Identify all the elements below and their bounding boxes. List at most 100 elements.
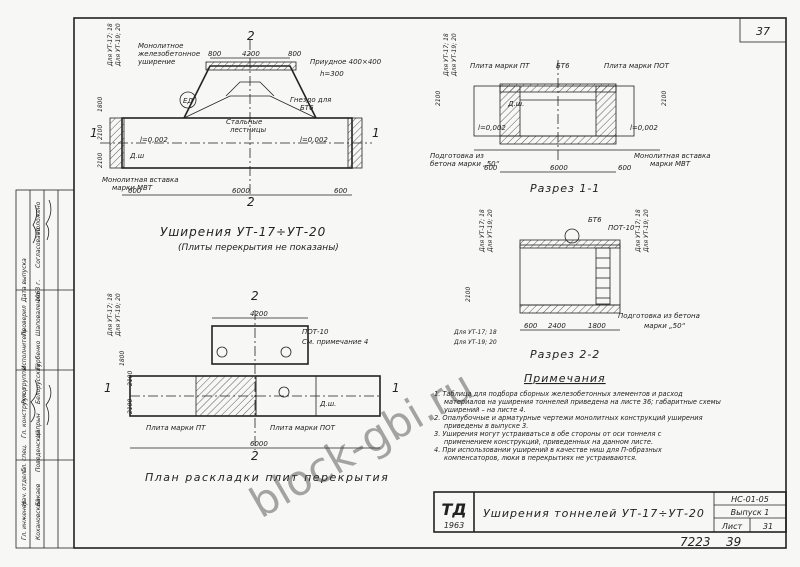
svg-text:марки МВТ: марки МВТ <box>650 160 691 168</box>
slab-pt <box>195 375 257 417</box>
svg-text:2100: 2100 <box>465 287 472 302</box>
svg-text:2100: 2100 <box>97 125 104 140</box>
svg-text:Стальные: Стальные <box>226 118 262 126</box>
svg-text:Для УТ-17; 18: Для УТ-17; 18 <box>107 293 114 337</box>
ladder <box>595 247 611 305</box>
svg-text:1800: 1800 <box>588 322 606 330</box>
view-widening-plan: ЕД 2 2 1 1 Монолитное железобетонное уши… <box>90 23 382 253</box>
signature-name: Поведенский <box>35 430 42 472</box>
svg-text:l=0,002: l=0,002 <box>478 124 506 132</box>
signature-scribble <box>45 199 52 241</box>
svg-text:4200: 4200 <box>242 50 260 58</box>
drawing-code: НС-01-05 <box>731 495 769 504</box>
svg-text:Для УТ-19; 20: Для УТ-19; 20 <box>115 293 122 337</box>
section-mark: 1 <box>372 126 380 140</box>
svg-text:Д.ш: Д.ш <box>129 152 145 160</box>
svg-text:Плита марки ПОТ: Плита марки ПОТ <box>270 424 336 432</box>
svg-text:БТ6: БТ6 <box>588 216 602 224</box>
svg-text:уширение: уширение <box>137 58 175 66</box>
svg-text:Плита марки ПОТ: Плита марки ПОТ <box>604 62 670 70</box>
signature-role: Гл. инженер <box>21 500 28 540</box>
signature-name: Шаповаленко <box>35 292 42 336</box>
view-title: Разрез 1-1 <box>530 182 600 195</box>
td-logo: ТД <box>441 500 466 519</box>
svg-text:марки „50“: марки „50“ <box>644 322 686 330</box>
view-section-1-1: Плита марки ПТ БТ6 Плита марки ПОТ Подго… <box>430 33 711 195</box>
svg-text:ПОТ-10: ПОТ-10 <box>608 224 635 232</box>
signature-scribble <box>32 204 37 244</box>
svg-text:l=0,002: l=0,002 <box>300 136 328 144</box>
floor-slab <box>519 304 621 314</box>
hatch-opening <box>216 346 228 358</box>
svg-text:6000: 6000 <box>550 164 568 172</box>
svg-text:Д.ш.: Д.ш. <box>319 400 336 408</box>
svg-text:Монолитная вставка: Монолитная вставка <box>634 152 711 160</box>
section-mark: 2 <box>247 195 255 209</box>
svg-text:800: 800 <box>288 50 302 58</box>
svg-text:Для УТ-17; 18: Для УТ-17; 18 <box>453 329 497 336</box>
svg-text:Для УТ-17; 18: Для УТ-17; 18 <box>479 209 486 253</box>
svg-text:Для УТ-17; 18: Для УТ-17; 18 <box>443 33 450 77</box>
svg-text:Подготовка из бетона: Подготовка из бетона <box>618 312 700 320</box>
view-section-2-2: БТ6 ПОТ-10 Подготовка из бетона марки „5… <box>453 209 700 361</box>
signature-name: Белорусский <box>35 363 42 404</box>
sheet-number-box <box>739 17 787 43</box>
note-line: материалов на уширения тоннелей приведен… <box>444 398 721 406</box>
signature-role: Гл. конструктор <box>21 387 28 438</box>
note-line: 3. Уширения могут устраиваться в обе сто… <box>434 430 662 438</box>
widening-outline <box>183 65 317 119</box>
svg-text:Гнездо для: Гнездо для <box>290 96 331 104</box>
signature-name: Цапрын <box>35 413 42 438</box>
title-block: ТД 1963 Уширения тоннелей УТ-17÷УТ-20 НС… <box>433 491 787 533</box>
svg-text:бетона марки „50“: бетона марки „50“ <box>430 160 500 168</box>
bottom-number: 39 <box>726 535 741 549</box>
svg-text:6000: 6000 <box>250 440 268 448</box>
signature-name: Гурбенко <box>35 340 42 370</box>
section-mark: 2 <box>251 289 259 303</box>
view-title: Разрез 2-2 <box>530 348 600 361</box>
svg-text:ПОТ-10: ПОТ-10 <box>302 328 329 336</box>
svg-text:Для УТ-19; 20: Для УТ-19; 20 <box>453 339 497 346</box>
svg-text:марки МВТ: марки МВТ <box>112 184 153 192</box>
svg-text:Монолитная вставка: Монолитная вставка <box>102 176 179 184</box>
svg-text:Для УТ-19; 20: Для УТ-19; 20 <box>487 209 494 253</box>
widening-slab <box>211 325 309 365</box>
svg-text:Для УТ-19; 20: Для УТ-19; 20 <box>451 33 458 77</box>
svg-text:Для УТ-17; 18: Для УТ-17; 18 <box>635 209 642 253</box>
sheet-label: Лист <box>721 522 743 531</box>
svg-text:БТ6: БТ6 <box>556 62 570 70</box>
svg-text:2100: 2100 <box>435 91 442 106</box>
svg-text:2100: 2100 <box>97 153 104 168</box>
svg-text:l=0,002: l=0,002 <box>140 136 168 144</box>
sheet-value: 31 <box>763 522 773 531</box>
bottom-code: 7223 <box>680 535 711 549</box>
note-line: 1. Таблица для подбора сборных железобет… <box>434 390 683 398</box>
note-line: компенсаторов, люки в перекрытиях не уст… <box>444 454 637 462</box>
svg-text:2100: 2100 <box>661 91 668 106</box>
section-mark: 1 <box>392 381 400 395</box>
section-mark: 1 <box>104 381 112 395</box>
signature-name: Согласовано <box>35 227 42 268</box>
signature-name: Кохановский <box>35 499 42 540</box>
drawing-title: Уширения тоннелей УТ-17÷УТ-20 <box>483 507 705 520</box>
svg-text:600: 600 <box>484 164 498 172</box>
signature-role: Дата выпуска <box>21 258 28 303</box>
view-title: План раскладки плит перекрытия <box>145 471 389 484</box>
svg-text:Плита марки ПТ: Плита марки ПТ <box>470 62 530 70</box>
svg-text:БТ6: БТ6 <box>300 104 314 112</box>
signature-name: 1963 г. <box>35 280 42 302</box>
svg-text:Плита марки ПТ: Плита марки ПТ <box>146 424 206 432</box>
issue-label: Выпуск 1 <box>731 508 770 517</box>
note-line: применением конструкций, приведенных на … <box>444 438 653 446</box>
svg-text:1800: 1800 <box>97 97 104 112</box>
detail-callout <box>179 91 197 109</box>
td-logo-year: 1963 <box>444 521 464 530</box>
svg-text:ЕД: ЕД <box>183 97 193 105</box>
sheet-number: 37 <box>756 25 770 38</box>
view-title: Уширения УТ-17÷УТ-20 <box>160 225 326 239</box>
svg-text:Для УТ-19; 20: Для УТ-19; 20 <box>115 23 122 67</box>
signature-scribble <box>45 384 52 426</box>
slab-pot <box>255 375 317 417</box>
notes-heading: Примечания <box>524 372 606 385</box>
